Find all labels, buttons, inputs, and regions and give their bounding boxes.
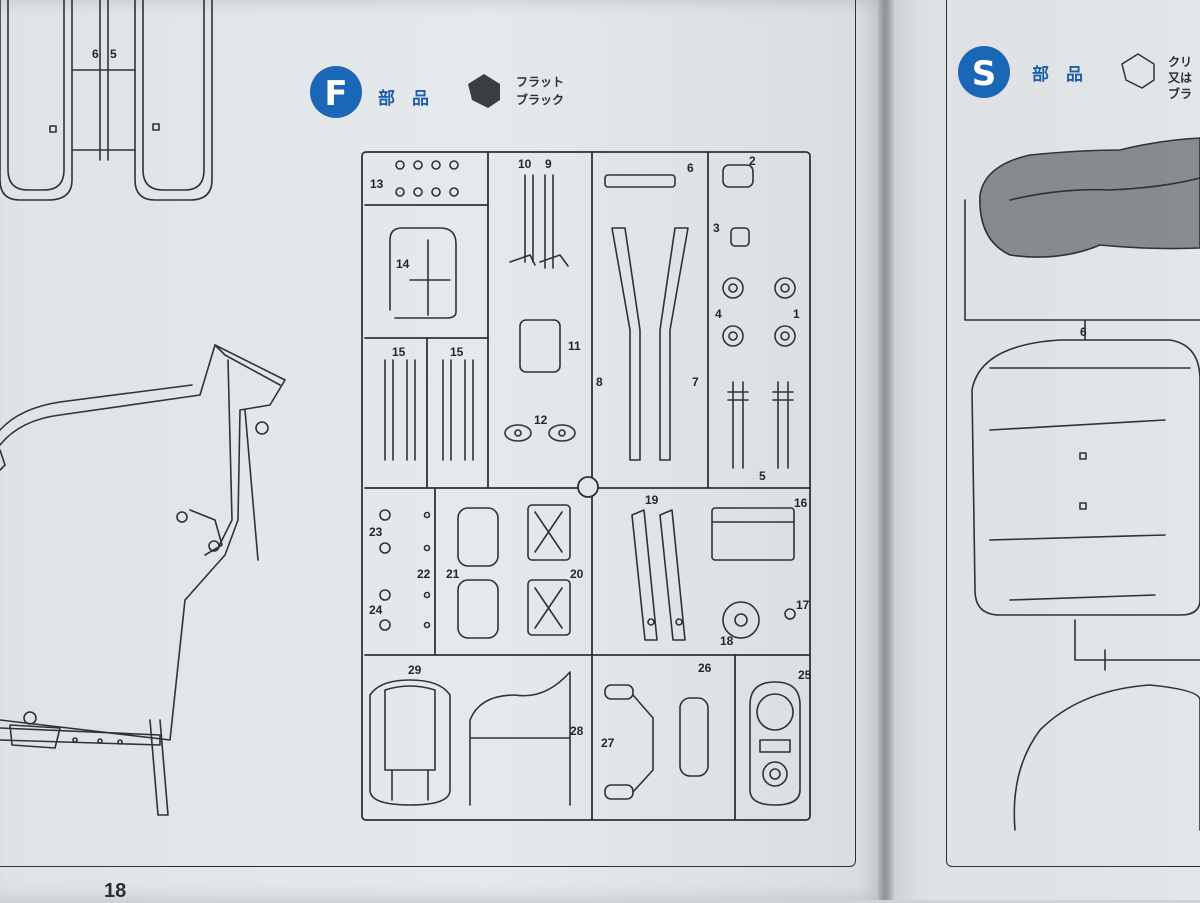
section-s-header: S 部 品 クリ 又は ブラ — [958, 46, 1192, 101]
part-label-3: 3 — [713, 221, 720, 235]
part-label-12: 12 — [534, 413, 548, 427]
part-label-25: 25 — [798, 668, 812, 682]
part-label-11: 11 — [568, 339, 581, 353]
paint-color-line2: ブラック — [516, 92, 564, 107]
section-f-label: 部 品 — [378, 88, 429, 109]
clear-swatch-icon — [1121, 53, 1155, 89]
part-number-labels: 13 10 9 6 2 3 14 4 1 11 15 15 8 7 12 5 1… — [92, 47, 1087, 750]
part-label-22: 22 — [417, 567, 431, 581]
paint-color-line1: フラット — [516, 75, 564, 89]
book-gutter — [878, 0, 894, 900]
part-label-28: 28 — [570, 724, 584, 738]
left-page-frame — [0, 0, 856, 867]
part-label-2: 2 — [749, 154, 756, 168]
part-label-13: 13 — [370, 177, 384, 191]
part-label-21: 21 — [446, 567, 460, 581]
flat-black-swatch-icon — [468, 74, 500, 108]
paint-s-line2: 又は — [1167, 71, 1192, 85]
part-label-6-left: 6 — [92, 47, 99, 61]
part-label-24: 24 — [369, 603, 383, 617]
f-parts-sprue — [361, 151, 811, 821]
part-label-16: 16 — [794, 496, 808, 510]
part-label-23: 23 — [369, 525, 383, 539]
section-s-badge — [958, 46, 1010, 98]
part-label-26: 26 — [698, 661, 712, 675]
frame-illustration — [0, 344, 286, 816]
part-label-1: 1 — [793, 307, 800, 321]
part-label-17: 17 — [796, 598, 810, 612]
part-label-6-right: 6 — [1080, 325, 1087, 339]
part-label-15b: 15 — [450, 345, 464, 359]
part-label-15a: 15 — [392, 345, 406, 359]
part-label-7: 7 — [692, 375, 699, 389]
paint-s-line3: ブラ — [1168, 86, 1192, 101]
part-label-10: 10 — [518, 157, 532, 171]
right-page-frame — [946, 0, 1200, 867]
part-label-8: 8 — [596, 375, 603, 389]
part-label-29: 29 — [408, 663, 422, 677]
part-label-5-left: 5 — [110, 47, 117, 61]
part-label-19: 19 — [645, 493, 659, 507]
part-label-5: 5 — [759, 469, 766, 483]
part-label-6: 6 — [687, 161, 694, 175]
sprue-part-drawings — [369, 160, 801, 806]
section-s-label: 部 品 — [1032, 64, 1083, 85]
part-label-14: 14 — [396, 257, 410, 271]
section-s-letter: S — [972, 54, 997, 94]
part-label-18: 18 — [720, 634, 734, 648]
part-label-4: 4 — [715, 307, 722, 321]
part-label-20: 20 — [570, 567, 584, 581]
section-f-badge — [310, 66, 362, 118]
fender-parts-illustration — [0, 0, 213, 201]
part-label-9: 9 — [545, 157, 552, 171]
section-f-letter: F — [324, 74, 347, 114]
page-number: 18 — [104, 880, 127, 902]
paint-s-line1: クリ — [1168, 55, 1192, 69]
part-label-27: 27 — [601, 736, 615, 750]
s-parts-illustration — [964, 137, 1200, 831]
section-f-header: F 部 品 フラット ブラック — [310, 66, 564, 118]
